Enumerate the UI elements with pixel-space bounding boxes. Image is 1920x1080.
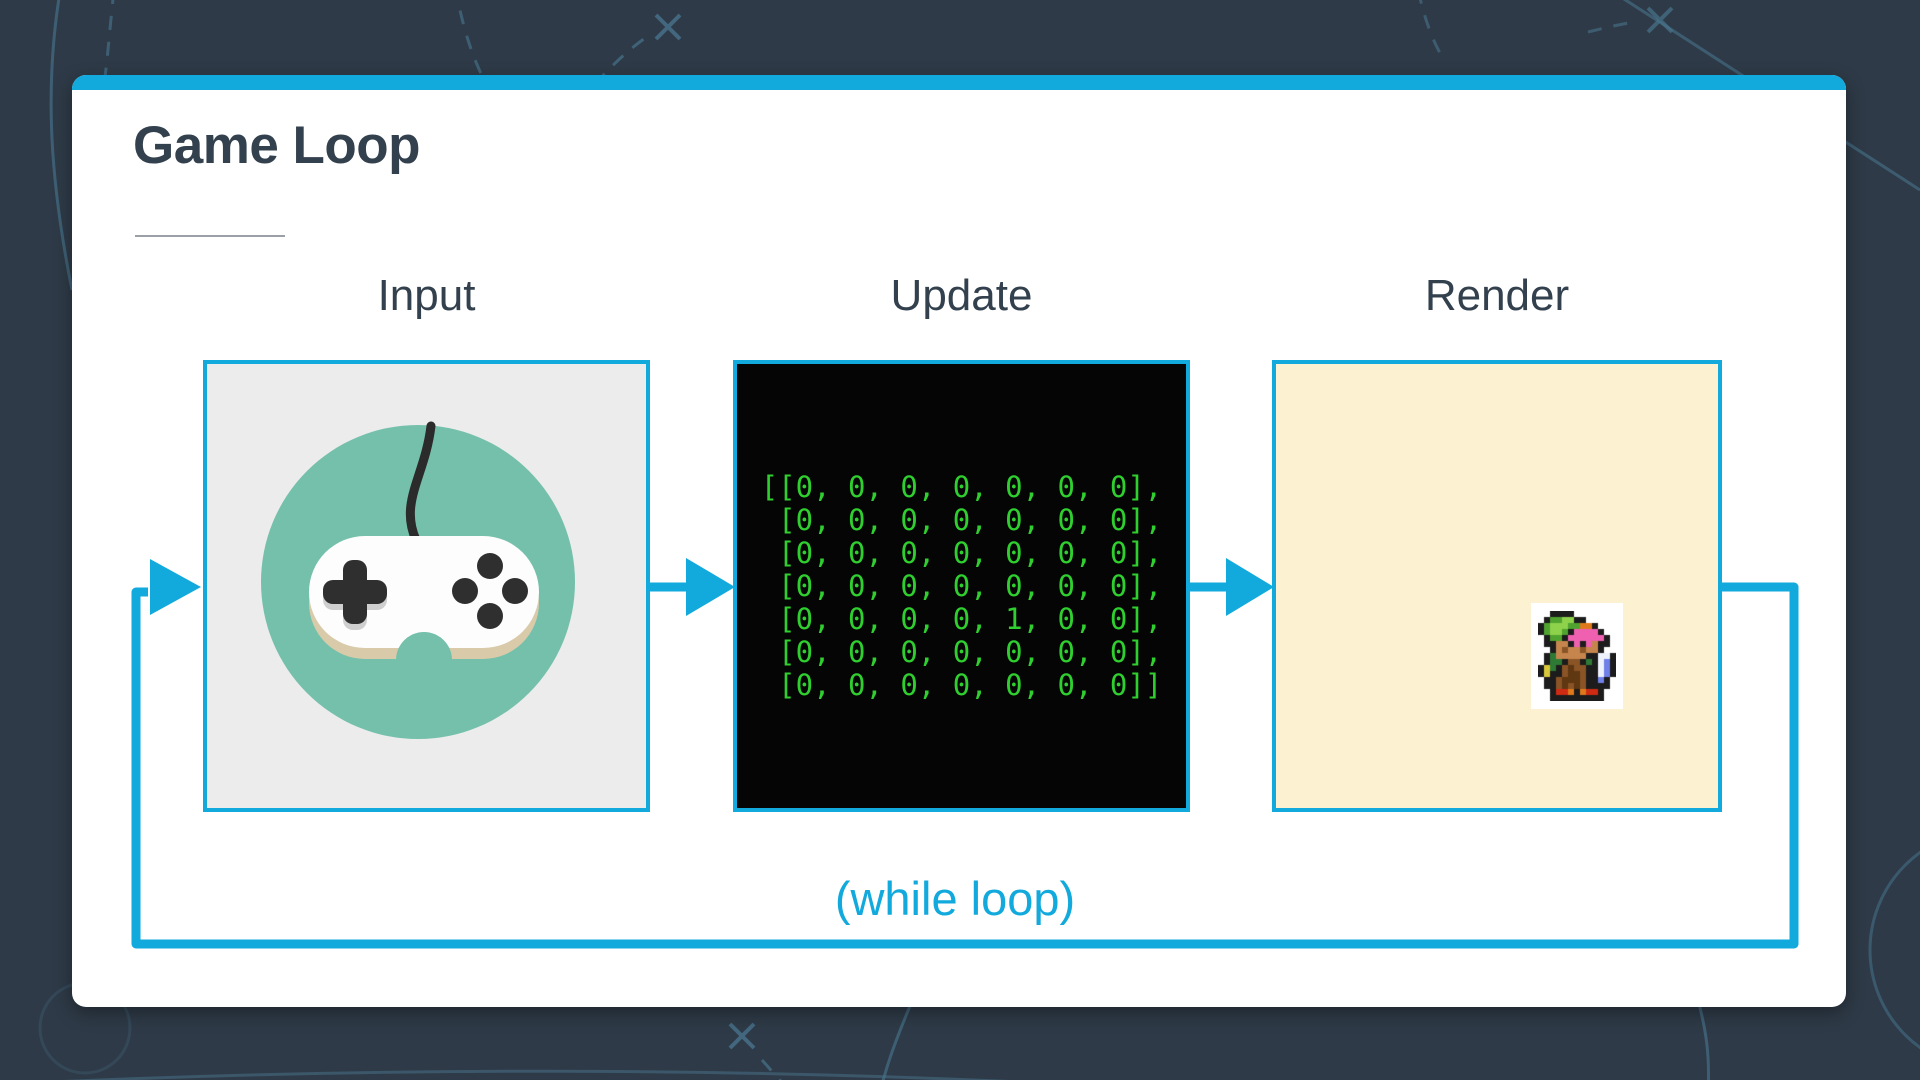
update-matrix: [[0, 0, 0, 0, 0, 0, 0], [0, 0, 0, 0, 0, …: [760, 469, 1163, 702]
doodle-dash: [1587, 20, 1635, 34]
update-box: [[0, 0, 0, 0, 0, 0, 0], [0, 0, 0, 0, 0, …: [733, 360, 1190, 812]
loop-arrowhead: [150, 559, 201, 615]
doodle-curve: [63, 1069, 1011, 1080]
doodle-dash: [102, 0, 115, 86]
render-box: [1272, 360, 1722, 812]
accent-bar: [72, 75, 1846, 90]
arrow-input-update-head: [686, 558, 735, 616]
input-box: [203, 360, 650, 812]
page-title: Game Loop: [133, 116, 421, 175]
doodle-dash: [760, 1059, 782, 1080]
controller-notch: [396, 632, 452, 688]
stage-label-input: Input: [377, 271, 476, 320]
arrow-update-render-head: [1226, 558, 1274, 616]
x-mark-icon: [654, 13, 682, 41]
stage-label-render: Render: [1424, 271, 1570, 320]
doodle-curve: [881, 1005, 912, 1080]
doodle-curve: [1696, 999, 1710, 1080]
pixel-character-sprite: [1538, 611, 1616, 701]
controller-cable: [405, 421, 436, 545]
doodle-curve: [49, 0, 74, 291]
slide-card: Game Loop Input Update Render: [72, 75, 1846, 1007]
sprite-frame: [1531, 603, 1623, 709]
title-underline: [135, 235, 285, 237]
doodle-dash: [1418, 0, 1446, 61]
x-mark-icon: [728, 1022, 756, 1050]
stage-label-update: Update: [890, 271, 1033, 320]
doodle-circle: [1868, 850, 1920, 1050]
while-loop-label: (while loop): [834, 872, 1076, 925]
game-controller-icon: [261, 421, 575, 739]
